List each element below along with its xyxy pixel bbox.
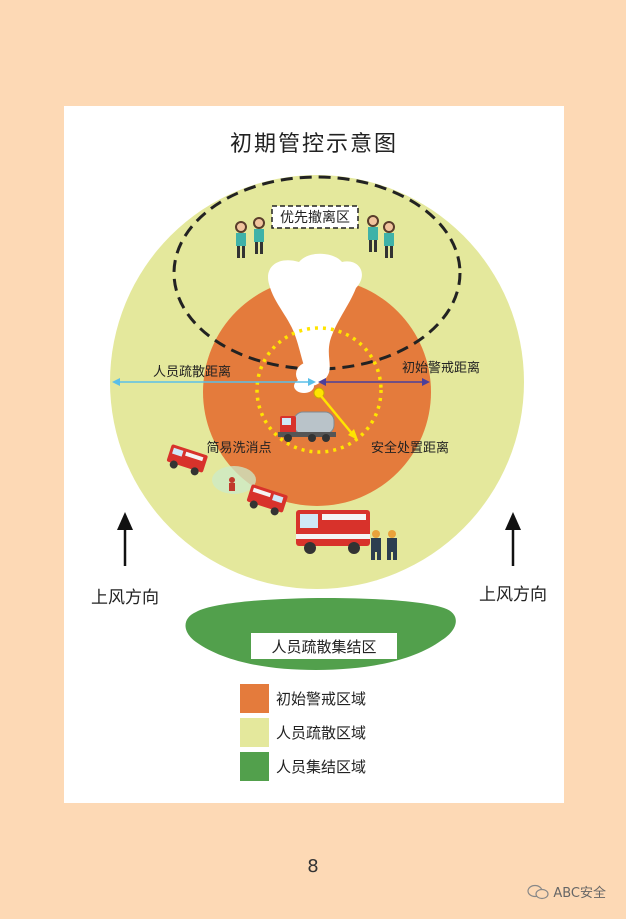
warning-distance-arrowtail [318, 378, 326, 386]
people-group-right-icon [367, 215, 395, 258]
evac-distance-arrowtail [308, 378, 316, 386]
evac-distance-arrowhead [112, 378, 120, 386]
upwind-right-arrowhead [505, 512, 521, 530]
priority-zone-label: 优先撤离区 [280, 209, 350, 226]
safe-handling-circle [255, 326, 383, 454]
leak-source-dot [313, 387, 325, 399]
watermark-text: ABC安全 [553, 886, 606, 901]
watermark: ABC安全 [527, 882, 606, 901]
legend-label: 初始警戒区域 [276, 690, 367, 708]
safe-distance-label: 安全处置距离 [371, 440, 449, 456]
firefighter-icon [387, 530, 397, 560]
priority-zone-box [271, 205, 359, 229]
legend-label: 人员疏散区域 [276, 724, 367, 742]
upwind-right-label: 上风方向 [479, 585, 547, 605]
firefighter-icon [371, 530, 381, 560]
diagram-title: 初期管控示意图 [229, 132, 398, 157]
evac-distance-label: 人员疏散距离 [153, 364, 231, 380]
page-number: 8 [307, 856, 319, 877]
decon-point-label: 简易洗消点 [206, 440, 271, 456]
wechat-icon [527, 884, 549, 900]
priority-evac-ellipse [172, 175, 462, 371]
diagram-card: 初期管控示意图 [64, 106, 564, 803]
assembly-area-label: 人员疏散集结区 [271, 638, 376, 656]
legend-label: 人员集结区域 [276, 758, 367, 776]
safe-distance-arrow [320, 395, 355, 437]
assembly-area-box [251, 633, 397, 659]
people-group-left-icon [235, 217, 265, 258]
control-zone-diagram: 优先撤离区 人员疏散距离 初始警戒距离 安全处置距离 简易洗消点 上风方向 上风… [91, 175, 547, 670]
decon-worker-icon [229, 477, 235, 491]
warning-distance-label: 初始警戒距离 [402, 360, 480, 376]
warning-distance-arrowhead [422, 378, 430, 386]
fire-truck-icon [166, 444, 208, 476]
fire-truck-icon [246, 484, 288, 516]
large-fire-truck-icon [296, 510, 370, 554]
upwind-left-arrowhead [117, 512, 133, 530]
legend-swatch [240, 752, 269, 781]
safe-distance-arrowhead [348, 429, 358, 440]
tanker-truck-icon [278, 411, 336, 442]
legend-swatch [240, 718, 269, 747]
upwind-left-label: 上风方向 [91, 588, 159, 608]
legend-swatch [240, 684, 269, 713]
